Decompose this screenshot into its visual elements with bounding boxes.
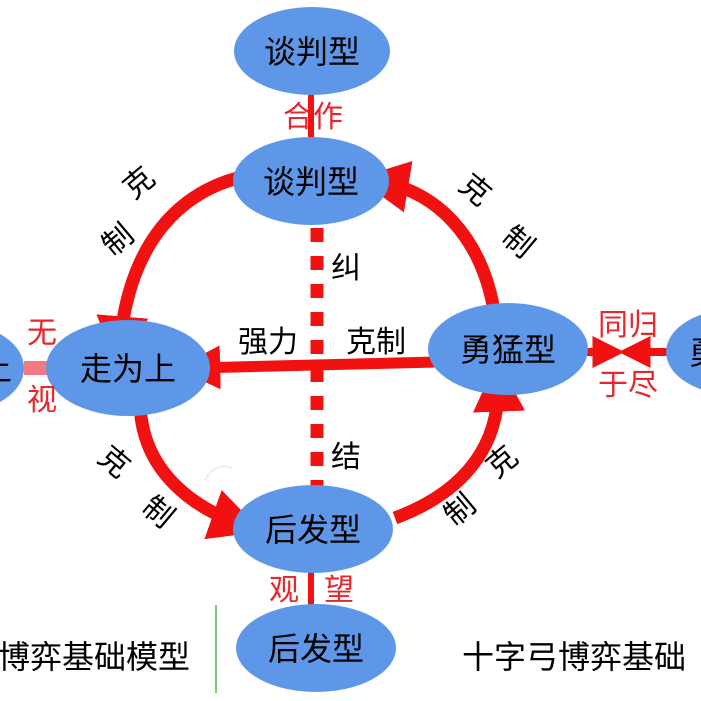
node-right-outer-partial [666, 314, 701, 390]
node-top-outer [234, 7, 390, 95]
label-center-jie: 结 [331, 440, 361, 475]
node-bottom-inner-label: 后发型 [265, 511, 361, 549]
label-watch-wang: 望 [324, 573, 354, 608]
faint-arc-decoration [204, 465, 233, 481]
label-upper-left-zhi: 制 [96, 217, 141, 263]
label-upper-right-ke: 克 [452, 167, 497, 213]
caption-left: 博弈基础模型 [0, 638, 190, 676]
node-right-outer-partial-label: 勇 [689, 334, 701, 372]
label-mutual-top: 同归 [598, 308, 658, 343]
label-lower-left-ke: 克 [91, 439, 136, 485]
node-top-inner-label: 谈判型 [263, 163, 359, 201]
node-bottom-outer-label: 后发型 [268, 630, 364, 668]
node-bottom-outer [236, 604, 396, 692]
arrow-right-to-left-force [176, 345, 438, 390]
node-bottom-inner [233, 485, 393, 573]
label-force-qiangli: 强力 [238, 325, 298, 360]
label-upper-left-ke: 克 [117, 160, 162, 206]
label-watch-guan: 观 [269, 573, 299, 608]
label-ignore-wu: 无 [27, 316, 57, 351]
label-ignore-shi: 视 [27, 383, 57, 418]
caption-right: 十字弓博弈基础 [462, 638, 686, 676]
label-cooperate: 合作 [283, 100, 343, 135]
label-center-jiu: 纠 [331, 251, 361, 286]
node-left-outer-partial-label: 上 [0, 350, 12, 388]
node-right-inner [428, 303, 588, 395]
node-right-inner-label: 勇猛型 [460, 331, 556, 369]
node-left-inner-label: 走为上 [80, 350, 176, 388]
arrow-bottom-to-right [392, 359, 525, 525]
node-left-inner [46, 320, 210, 416]
label-force-kezhi: 克制 [346, 325, 406, 360]
label-upper-right-zhi: 制 [495, 219, 540, 265]
arrow-left-to-bottom [133, 399, 263, 540]
arrow-right-to-top [356, 161, 500, 307]
node-top-outer-label: 谈判型 [264, 33, 360, 71]
label-mutual-bottom: 于尽 [598, 368, 658, 403]
node-left-outer-partial [0, 334, 24, 402]
label-lower-left-zhi: 制 [135, 489, 180, 535]
node-top-inner [233, 137, 389, 225]
